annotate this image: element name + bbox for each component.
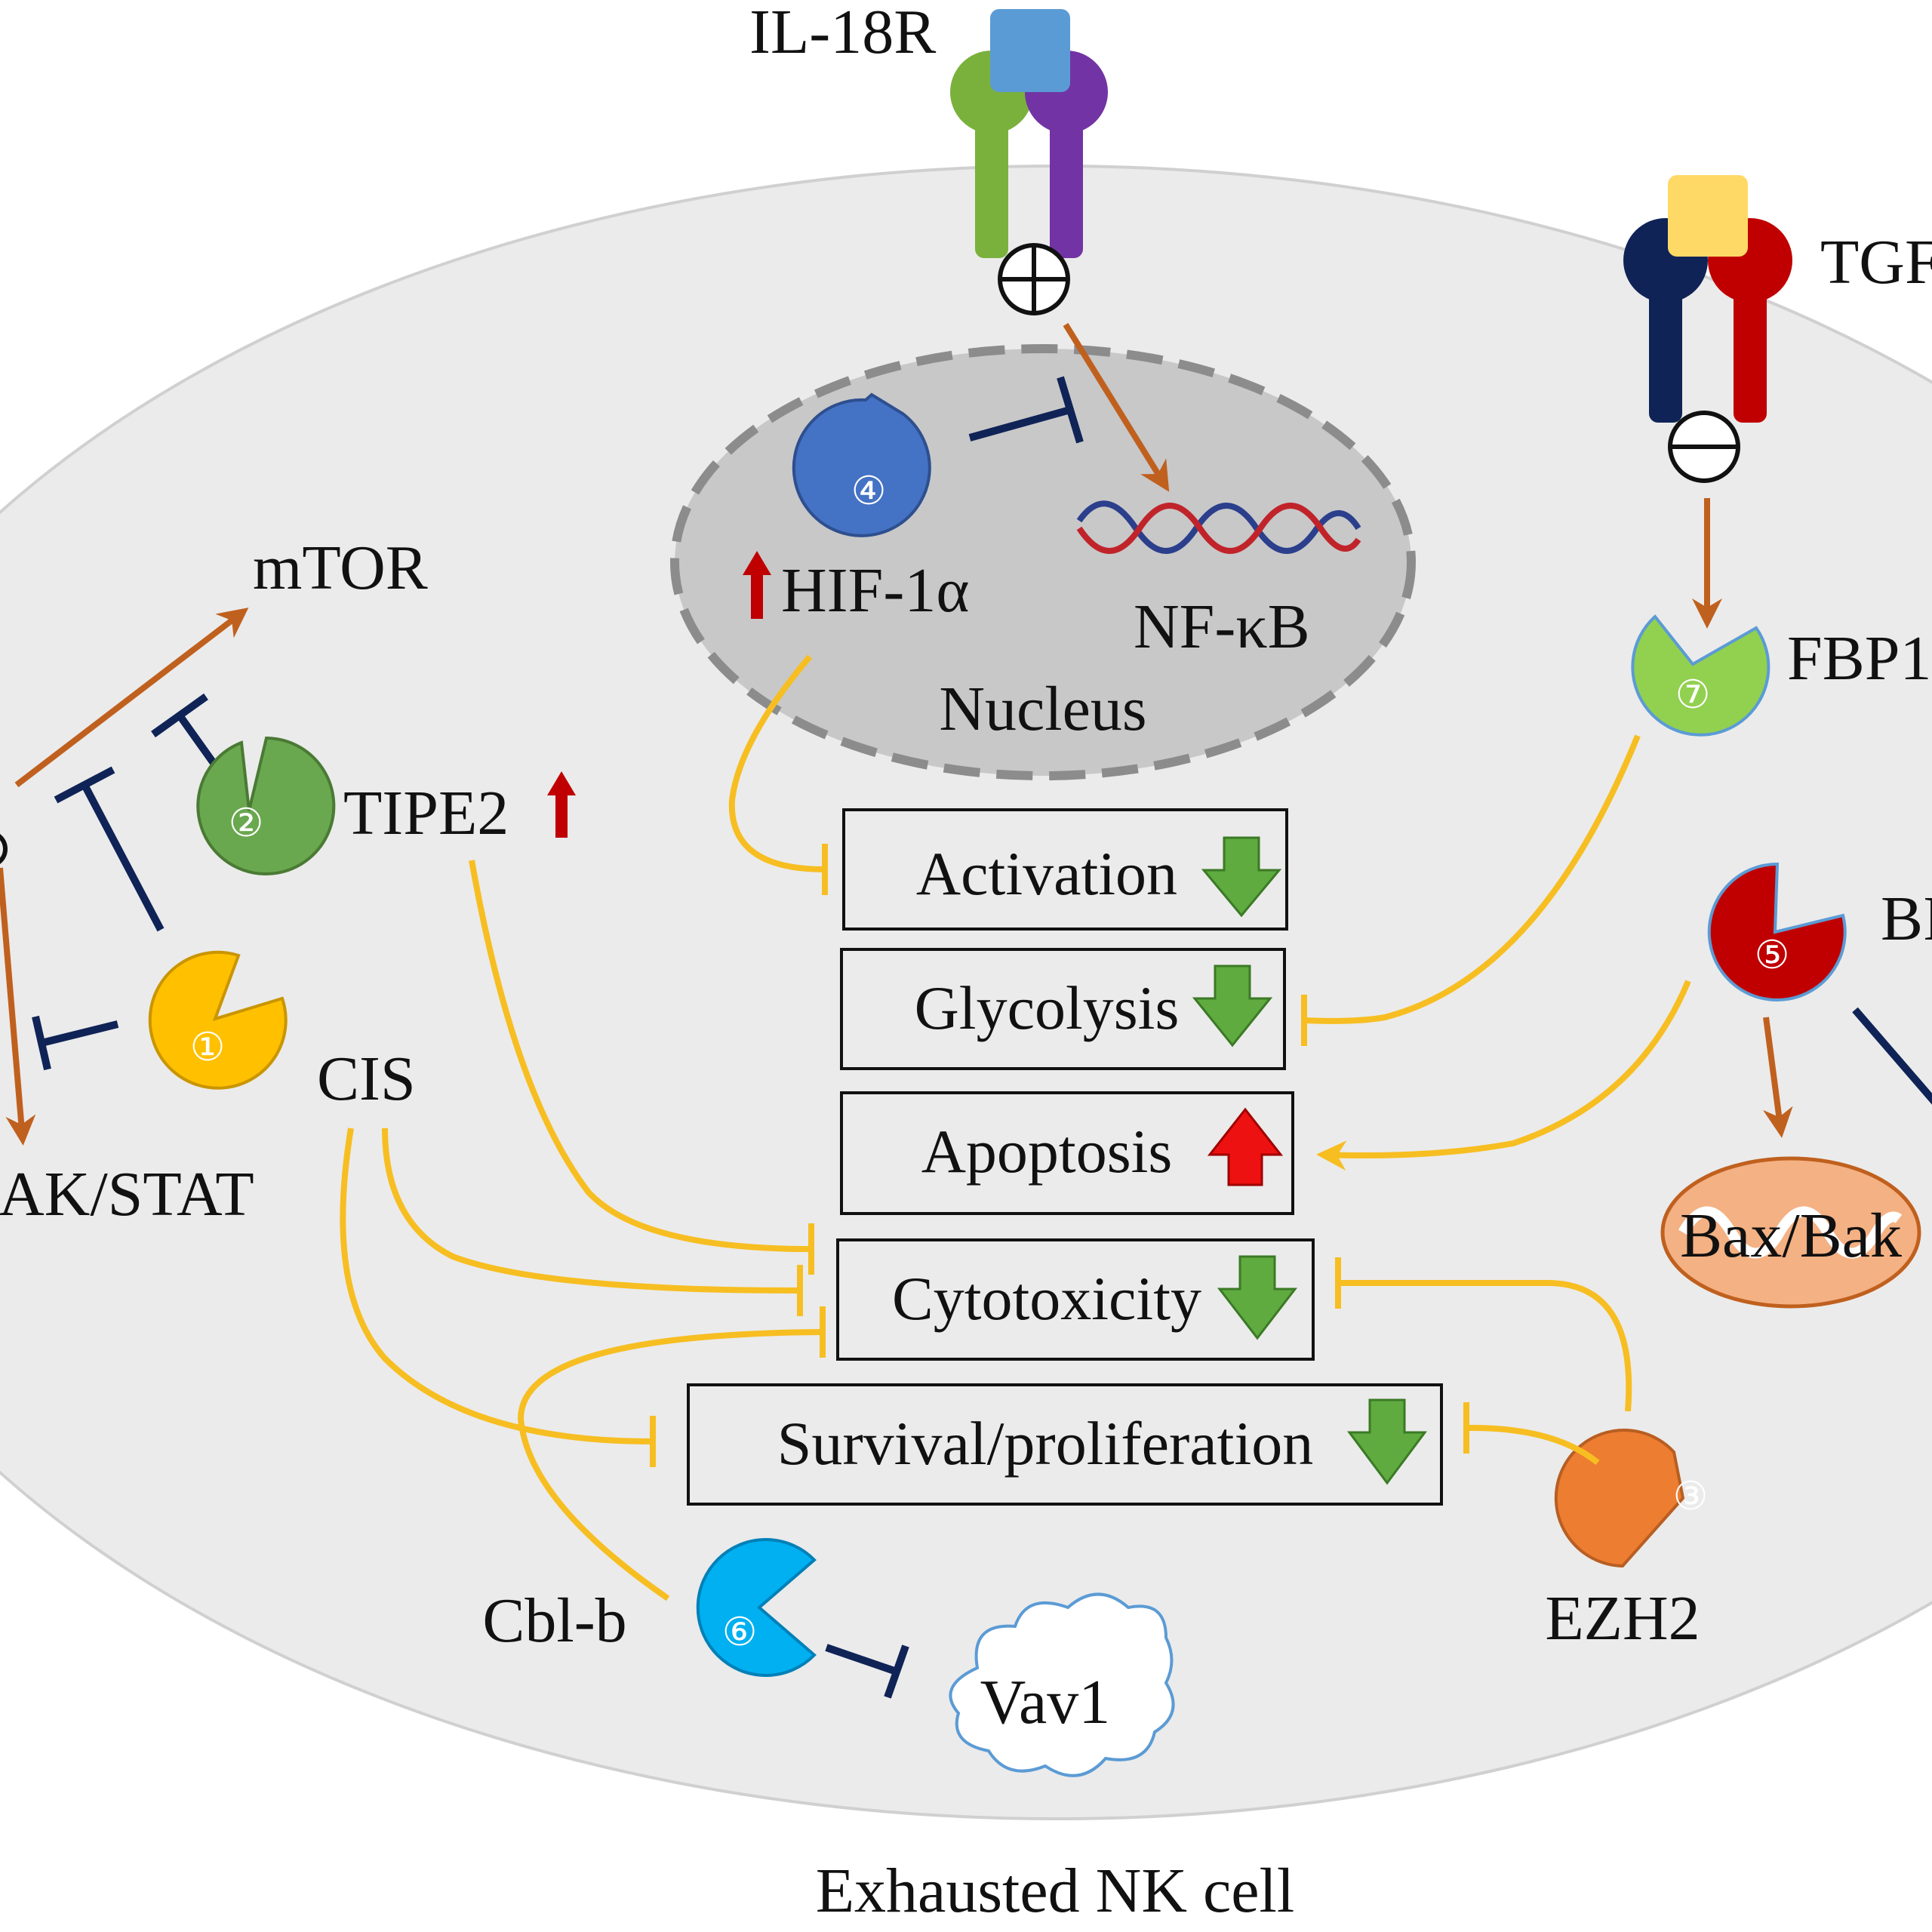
cis-to-survival: [340, 1128, 654, 1444]
enzyme-7-number: ⑦: [1675, 674, 1711, 717]
enzyme-3-number: ③: [1673, 1475, 1709, 1518]
dna-icon: [1076, 500, 1361, 554]
inhibit-enzyme1-jak: [40, 1020, 119, 1047]
il18r-label: IL-18R: [749, 0, 936, 67]
tgf-receptor: [1623, 175, 1792, 483]
tgf-label: TGF: [1820, 227, 1932, 297]
outcome-cytotoxicity: Cytotoxicity: [836, 1238, 1315, 1361]
enzyme-5-icon: [1707, 862, 1847, 1001]
svg-text:Glycolysis: Glycolysis: [915, 974, 1180, 1042]
vav1-label: Vav1: [980, 1667, 1111, 1737]
ezh2-to-survival: [1466, 1425, 1600, 1466]
inhibit-enzyme6-vav1: [825, 1644, 898, 1675]
up-arrow-tipe2: [547, 771, 576, 838]
vav1-cloud: [949, 1592, 1175, 1777]
mtor-label: mTOR: [253, 533, 428, 603]
enzyme-6-icon: [696, 1538, 817, 1677]
outcome-survival-proliferation: Survival/proliferation: [687, 1383, 1443, 1506]
arrow-to-mtor: [14, 608, 249, 788]
jak-stat-label: AK/STAT: [0, 1159, 254, 1229]
bax-bak-label: Bax/Bak: [1680, 1201, 1902, 1271]
arrow-il18r-nfkb: [1063, 322, 1170, 492]
tipe2-label: TIPE2: [343, 778, 509, 848]
inhibit-enzyme5-offscreen: [1852, 1007, 1932, 1105]
hif-label: HIF-1α: [781, 555, 969, 626]
inhibit-enzyme4-nfkb: [968, 406, 1072, 441]
enzyme-4-icon: [792, 392, 931, 537]
svg-text:Survival/proliferation: Survival/proliferation: [777, 1409, 1314, 1478]
enzyme-4-number: ④: [851, 470, 887, 513]
il18r-receptor: [950, 9, 1108, 315]
cblb-to-cytotoxicity: [517, 1329, 823, 1601]
enzyme-2-number: ②: [229, 802, 264, 845]
down-arrow-icon: [1217, 1255, 1298, 1340]
down-arrow-icon: [1201, 836, 1282, 918]
svg-text:Cytotoxicity: Cytotoxicity: [892, 1264, 1201, 1333]
bi-label: BI: [1881, 884, 1932, 954]
cblb-label: Cbl-b: [482, 1586, 626, 1656]
cis-label: CIS: [317, 1044, 416, 1114]
fbp1-to-glycolysis: [1303, 734, 1641, 1024]
enzyme-2-icon: [196, 736, 336, 875]
outcome-glycolysis: Glycolysis: [840, 948, 1286, 1070]
svg-text:Apoptosis: Apoptosis: [921, 1117, 1173, 1186]
svg-text:Activation: Activation: [916, 839, 1177, 908]
enzyme-3-icon: [1554, 1429, 1685, 1568]
hif-to-activation: [728, 654, 826, 872]
down-arrow-icon: [1192, 964, 1273, 1048]
bax-bak-mitochondrion: [1660, 1156, 1921, 1309]
enzyme-6-number: ⑥: [722, 1611, 758, 1654]
outcome-apoptosis: Apoptosis: [840, 1091, 1294, 1215]
effect-lines: [340, 654, 1691, 1601]
down-arrow-icon: [1347, 1398, 1427, 1485]
enzyme-1-icon: [148, 950, 288, 1090]
up-arrow-icon: [1207, 1107, 1284, 1186]
tipe2-to-cytotoxicity: [469, 860, 812, 1252]
cis-to-cytotoxicity: [382, 1128, 801, 1294]
ezh2-label: EZH2: [1545, 1583, 1700, 1654]
outcome-activation: Activation: [842, 808, 1288, 931]
enzyme-7-icon: [1631, 614, 1770, 737]
up-arrow-hif: [743, 551, 771, 619]
enzyme5-to-apoptosis: [1316, 980, 1691, 1171]
nucleus-label: Nucleus: [939, 674, 1146, 744]
left-node: [0, 834, 8, 864]
enzyme-5-number: ⑤: [1755, 934, 1790, 977]
enzyme-1-number: ①: [190, 1026, 226, 1069]
inhibit-enzyme1-mtor-axis: [81, 783, 165, 932]
nfkb-label: NF-κB: [1134, 592, 1310, 662]
cell-label: Exhausted NK cell: [816, 1856, 1294, 1926]
fbp1-label: FBP1: [1787, 623, 1931, 694]
ezh2-to-cytotoxicity: [1338, 1280, 1632, 1412]
arrow-enzyme5-baxbak: [1762, 1017, 1793, 1138]
arrow-to-jak-stat: [0, 867, 36, 1146]
